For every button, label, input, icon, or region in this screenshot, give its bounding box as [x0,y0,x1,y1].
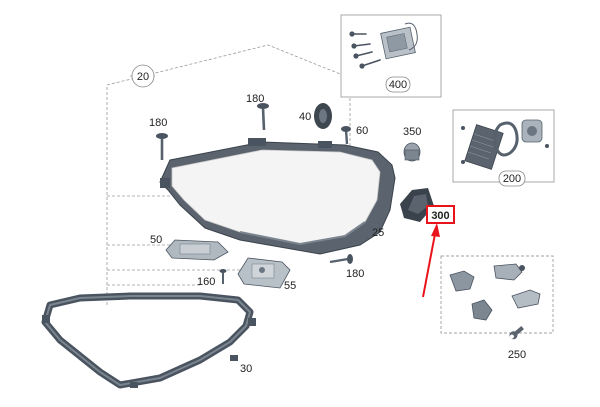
red-arrow [422,223,440,298]
assembly-frame [106,44,351,305]
callout-50[interactable]: 50 [150,234,162,246]
inset-400[interactable]: 400 [340,14,442,98]
callout-55[interactable]: 55 [284,280,296,292]
callout-30[interactable]: 30 [240,363,252,375]
cap-350 [403,142,421,162]
module-300 [400,188,434,222]
callout-180-top[interactable]: 180 [246,93,264,105]
callout-160[interactable]: 160 [197,276,215,288]
callout-350[interactable]: 350 [403,126,421,138]
svg-text:250: 250 [508,349,526,361]
screw-180-left [156,133,168,160]
inset-200[interactable]: 200 [452,109,555,187]
callout-60[interactable]: 60 [356,125,368,137]
headlamp-housing[interactable] [159,138,396,255]
callout-25[interactable]: 25 [372,227,384,239]
module-400-image [349,22,418,69]
svg-text:200: 200 [503,173,521,185]
control-unit-55 [237,257,291,289]
screw-180-bottom [329,254,353,264]
inset-250[interactable]: 250 [440,255,554,361]
bolt-60 [341,126,351,145]
bezel-frame-30 [41,292,256,389]
callout-20[interactable]: 20 [131,64,155,88]
screw-160 [219,269,227,284]
control-unit-50 [165,239,229,261]
callout-40[interactable]: 40 [299,111,311,123]
headlamp-lens [171,149,381,245]
callout-180-bottom[interactable]: 180 [346,268,364,280]
callout-180-left[interactable]: 180 [149,117,167,129]
screw-180-top [257,103,269,131]
svg-text:300: 300 [431,210,449,222]
brackets-250-image [449,263,541,321]
wrench-icon [509,326,524,340]
module-200-image [461,119,549,170]
svg-text:400: 400 [389,79,407,91]
grommet-40 [314,103,332,129]
callout-300-highlight[interactable]: 300 [426,205,455,224]
svg-text:20: 20 [137,71,149,83]
